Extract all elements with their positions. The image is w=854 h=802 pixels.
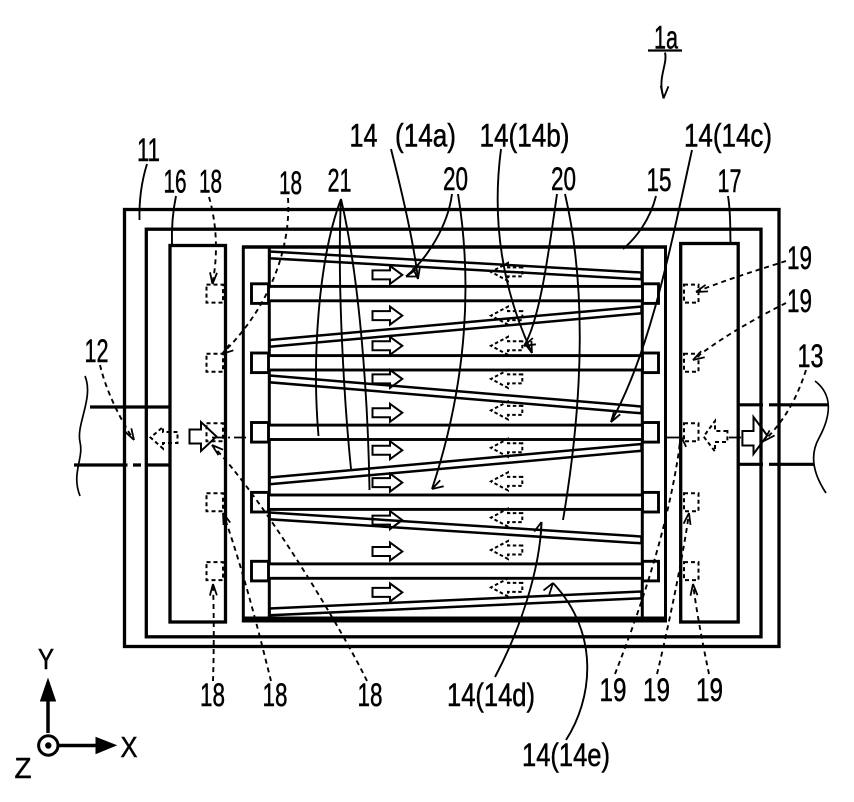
svg-text:17: 17: [718, 163, 742, 199]
svg-text:16: 16: [164, 164, 187, 200]
svg-text:18: 18: [358, 677, 383, 713]
svg-text:18: 18: [200, 677, 225, 713]
svg-text:19: 19: [696, 672, 723, 708]
svg-text:18: 18: [279, 165, 302, 201]
svg-text:14(14c): 14(14c): [684, 118, 772, 154]
svg-text:(14a): (14a): [395, 118, 456, 154]
svg-text:19: 19: [787, 283, 812, 319]
svg-text:20: 20: [551, 161, 576, 197]
svg-text:X: X: [121, 732, 138, 764]
svg-text:15: 15: [647, 162, 672, 198]
svg-text:Y: Y: [38, 644, 54, 676]
svg-text:19: 19: [787, 240, 812, 276]
svg-text:19: 19: [600, 672, 627, 708]
svg-text:Z: Z: [15, 753, 32, 785]
svg-text:14(14d): 14(14d): [447, 677, 535, 713]
svg-text:13: 13: [798, 338, 824, 374]
svg-text:19: 19: [643, 672, 670, 708]
svg-text:14(14b): 14(14b): [480, 118, 570, 154]
svg-text:21: 21: [328, 163, 352, 199]
svg-text:18: 18: [263, 677, 288, 713]
svg-text:18: 18: [199, 164, 222, 200]
svg-text:14: 14: [350, 118, 378, 154]
svg-text:11: 11: [137, 132, 160, 168]
svg-text:14(14e): 14(14e): [522, 737, 610, 773]
svg-text:20: 20: [443, 161, 468, 197]
svg-text:12: 12: [85, 333, 109, 369]
